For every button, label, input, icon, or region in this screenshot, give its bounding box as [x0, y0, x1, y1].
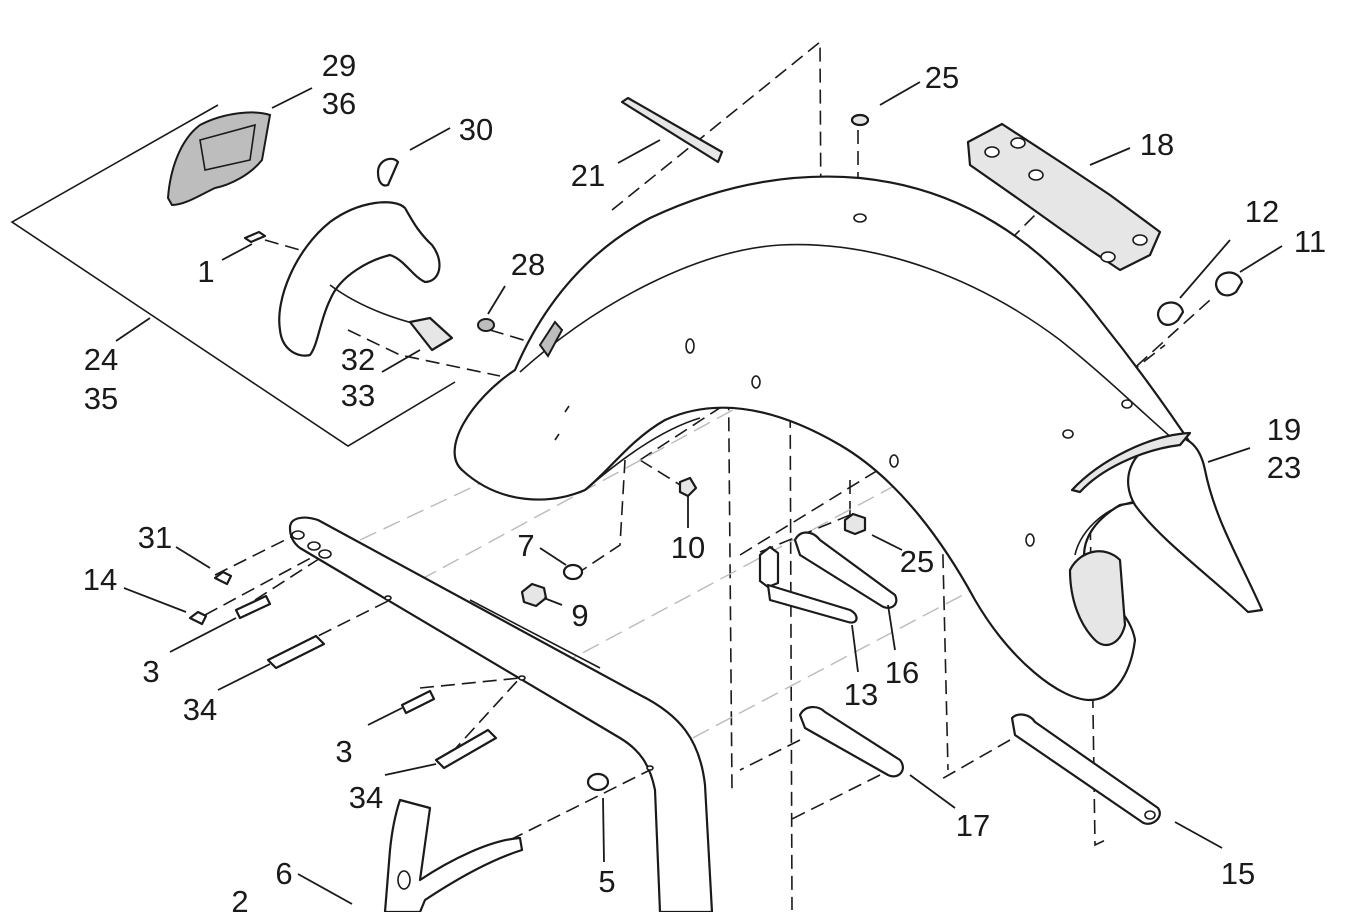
callout-34-upper: 34	[183, 692, 217, 727]
callout-29: 29	[322, 48, 356, 83]
callout-17: 17	[956, 808, 990, 843]
hardware	[188, 113, 1244, 825]
callout-7: 7	[517, 528, 534, 563]
callout-19: 19	[1267, 412, 1301, 447]
callout-5: 5	[598, 864, 615, 899]
callout-21: 21	[571, 158, 605, 193]
callout-28: 28	[511, 247, 545, 282]
seat-pad	[966, 122, 1162, 272]
fender-tip-extension	[1070, 431, 1264, 614]
callout-16: 16	[885, 655, 919, 690]
callout-23: 23	[1267, 450, 1301, 485]
callout-30: 30	[459, 112, 493, 147]
callout-6: 6	[275, 856, 292, 891]
callout-1: 1	[197, 254, 214, 289]
callout-3-lower: 3	[335, 734, 352, 769]
callout-10: 10	[671, 530, 705, 565]
callout-13: 13	[844, 677, 878, 712]
callout-9: 9	[571, 598, 588, 633]
callout-25-mid: 25	[900, 544, 934, 579]
callout-25-top: 25	[925, 60, 959, 95]
kit-bracket-outline	[10, 104, 456, 447]
callout-3-upper: 3	[142, 654, 159, 689]
rear-fender	[453, 175, 1197, 702]
tail-lamp-assembly	[166, 111, 495, 357]
callout-14: 14	[83, 562, 117, 597]
callout-24: 24	[84, 342, 118, 377]
callout-11: 11	[1294, 224, 1326, 259]
callout-18: 18	[1140, 127, 1174, 162]
callout-2: 2	[231, 884, 248, 912]
callout-leaders	[123, 81, 1283, 905]
callout-labels: 29 36 30 21 25 18 12 11 1 28 24 35 32 33…	[83, 48, 1326, 912]
mount-bracket	[383, 798, 524, 912]
callout-34-lower: 34	[349, 780, 383, 815]
fender-support-rail	[288, 516, 714, 912]
callout-33: 33	[341, 378, 375, 413]
callout-12: 12	[1245, 194, 1279, 229]
callout-31: 31	[138, 520, 172, 555]
callout-15: 15	[1221, 856, 1255, 891]
callout-36: 36	[322, 86, 356, 121]
tag-strip	[620, 96, 724, 164]
callout-32: 32	[341, 342, 375, 377]
callout-35: 35	[84, 381, 118, 416]
